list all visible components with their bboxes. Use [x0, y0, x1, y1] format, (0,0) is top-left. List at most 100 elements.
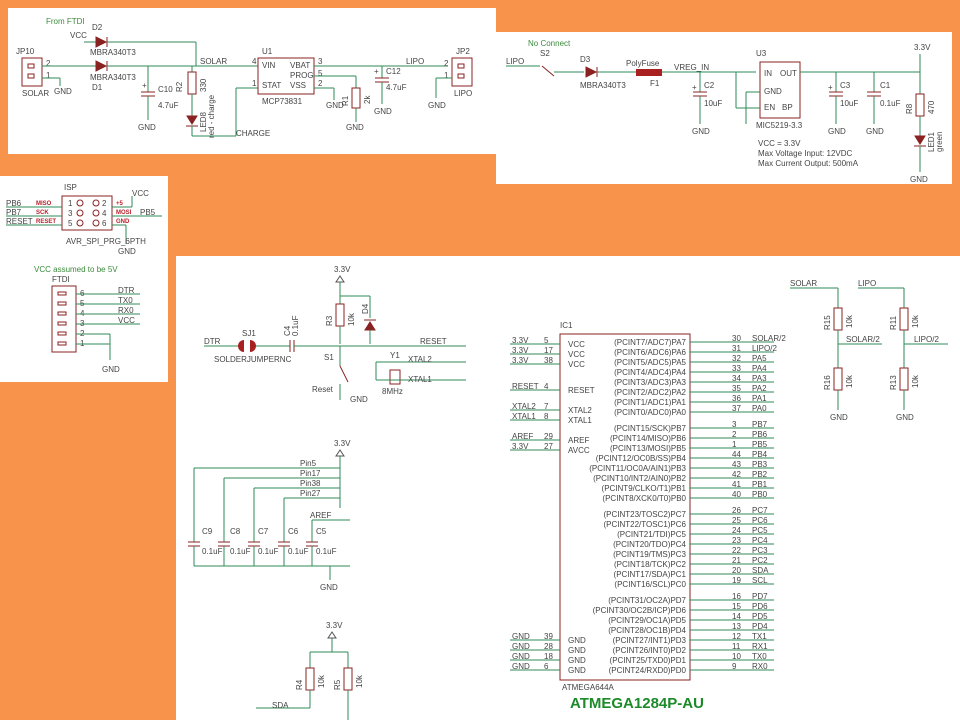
svg-text:10k: 10k	[347, 312, 356, 326]
decoupling-caps	[188, 541, 318, 547]
ic1-left-name: GND	[568, 656, 586, 665]
ic1-right-num: 19	[732, 576, 741, 585]
d3-part: MBRA340T3	[580, 81, 626, 90]
isp-ref: ISP	[64, 183, 77, 192]
svg-text:1: 1	[252, 79, 257, 88]
ic1-left-name: GND	[568, 646, 586, 655]
svg-text:GND: GND	[692, 127, 710, 136]
ic1-right-name: (PCINT25/TXD0)PD1	[610, 656, 687, 665]
ic1-right-name: (PCINT13/MOSI)PB5	[610, 444, 687, 453]
svg-text:VBAT: VBAT	[290, 61, 310, 70]
ic1-left-num: 29	[544, 432, 553, 441]
svg-text:R16: R16	[823, 375, 832, 390]
ic1-right-num: 14	[732, 612, 741, 621]
div-lipo: LIPO	[858, 279, 876, 288]
svg-text:RESET: RESET	[36, 219, 56, 225]
svg-text:SCK: SCK	[36, 210, 49, 216]
ic1-right-name: (PCINT3/ADC3)PA3	[614, 378, 686, 387]
ic1-right-net: SDA	[752, 566, 769, 575]
ic1-right-net: PD6	[752, 602, 768, 611]
r16-resistor	[833, 367, 843, 391]
ic1-left-name: GND	[568, 636, 586, 645]
c10-val: 4.7uF	[158, 101, 179, 110]
c12-ref: C12	[386, 67, 401, 76]
ic1-right-num: 12	[732, 632, 741, 641]
regulator-sheet: No Connect S2 LIPO D3 MBRA340T3 PolyFuse…	[496, 32, 952, 184]
ic1-left-name: RESET	[568, 386, 595, 395]
sda-net: SDA	[272, 701, 289, 710]
svg-text:6: 6	[102, 219, 107, 228]
ic1-left-net: GND	[512, 642, 530, 651]
ic1-right-num: 22	[732, 546, 741, 555]
v33-top: 3.3V	[334, 265, 351, 274]
ic1-right-num: 37	[732, 404, 741, 413]
d2-diode	[95, 36, 108, 48]
ic1-right-name: (PCINT16/SCL)PC0	[614, 580, 686, 589]
svg-text:0.1uF: 0.1uF	[258, 547, 279, 556]
svg-text:EN: EN	[764, 103, 775, 112]
svg-text:3: 3	[318, 57, 323, 66]
reset-net: RESET	[420, 337, 447, 346]
ic1-right-name: (PCINT20/TDO)PC4	[613, 540, 686, 549]
d2-ref: D2	[92, 23, 103, 32]
isp-schematic: ISP PB6 PB7 RESET MISO SCK RESET 1 3 5 2…	[6, 183, 162, 374]
isp-vcc: VCC	[132, 189, 149, 198]
svg-text:GND: GND	[828, 127, 846, 136]
d1-diode	[95, 60, 108, 72]
isp-header	[61, 195, 113, 231]
ic1-right-name: (PCINT30/OC2B/ICP)PD6	[593, 606, 687, 615]
ic1-right-num: 15	[732, 602, 741, 611]
ic1-right-net: PB2	[752, 470, 768, 479]
ic1-right-net: PD7	[752, 592, 768, 601]
ic1-right-num: 41	[732, 480, 741, 489]
ic1-right-num: 1	[732, 440, 737, 449]
ic1-right-num: 30	[732, 334, 741, 343]
v33-decouple: 3.3V	[334, 439, 351, 448]
ic1-right-name: (PCINT23/TOSC2)PC7	[603, 510, 686, 519]
ic1-left-name: XTAL1	[568, 416, 592, 425]
ic1-right-num: 34	[732, 374, 741, 383]
svg-text:VSS: VSS	[290, 81, 306, 90]
ic1-right-name: (PCINT17/SDA)PC1	[614, 570, 687, 579]
svg-text:10k: 10k	[845, 314, 854, 328]
svg-text:GND: GND	[346, 123, 364, 132]
svg-text:10k: 10k	[911, 314, 920, 328]
ic1-right-num: 3	[732, 420, 737, 429]
svg-text:0.1uF: 0.1uF	[230, 547, 251, 556]
ic1-right-num: 10	[732, 652, 741, 661]
svg-text:10k: 10k	[317, 674, 326, 688]
ic1-right-name: (PCINT19/TMS)PC3	[613, 550, 686, 559]
note-max-current: Max Current Output: 500mA	[758, 159, 859, 168]
ic1-right-num: 26	[732, 506, 741, 515]
aref-net: AREF	[310, 511, 331, 520]
ic1-left-name: AREF	[568, 436, 589, 445]
svg-text:C4: C4	[283, 325, 292, 336]
svg-text:4: 4	[102, 209, 107, 218]
s1-ref: S1	[324, 353, 334, 362]
r13-resistor	[899, 367, 909, 391]
jp10-label: SOLAR	[22, 89, 49, 98]
charge-net: CHARGE	[236, 129, 270, 138]
sj1-ref: SJ1	[242, 329, 256, 338]
svg-text:+: +	[692, 83, 697, 92]
ic1-right-net: PB0	[752, 490, 768, 499]
ic1-part-small: ATMEGA644A	[562, 683, 615, 692]
ic1-left-num: 28	[544, 642, 553, 651]
ic1-left-net: AREF	[512, 432, 533, 441]
svg-text:2: 2	[318, 79, 323, 88]
svg-text:MOSI: MOSI	[116, 210, 132, 216]
regulator-schematic: No Connect S2 LIPO D3 MBRA340T3 PolyFuse…	[506, 39, 944, 184]
u3-ref: U3	[756, 49, 767, 58]
s1-switch	[339, 365, 349, 383]
div-solar2: SOLAR/2	[846, 335, 880, 344]
ic1-left-pin: GND 28 GND	[510, 642, 586, 655]
